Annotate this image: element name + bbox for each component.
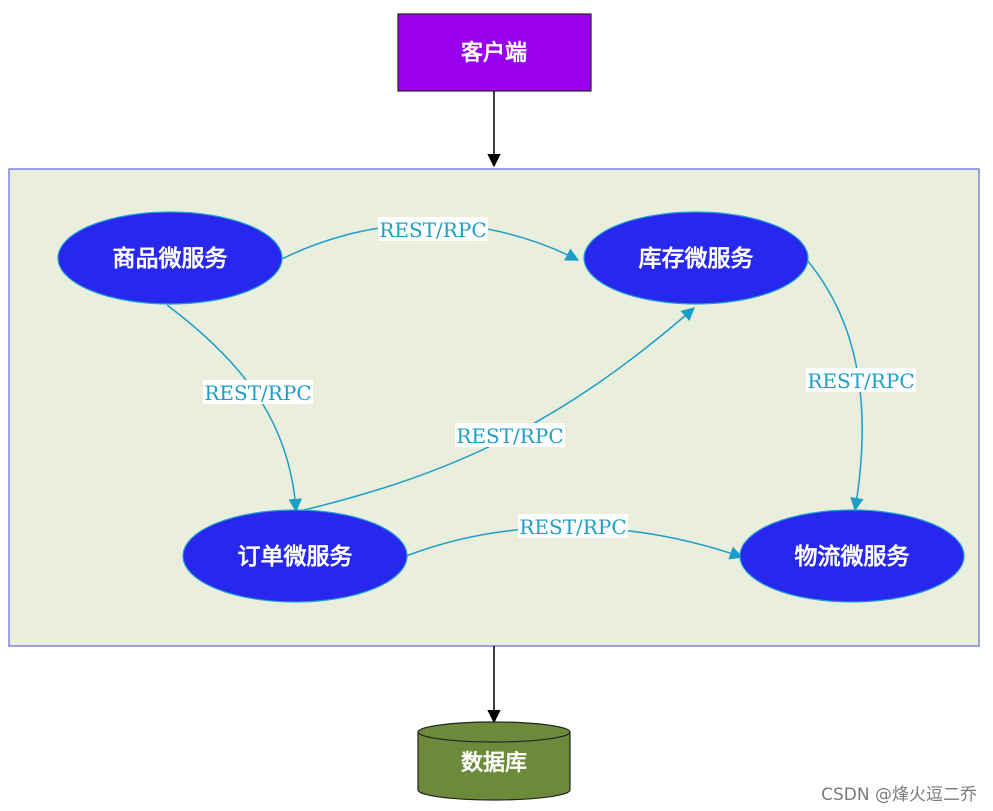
database-node bbox=[417, 721, 571, 801]
edge-label-product-order: REST/RPC bbox=[204, 381, 311, 405]
product-service-label: 商品微服务 bbox=[113, 245, 229, 272]
edge-label-bg bbox=[378, 217, 488, 241]
edge-label-bg bbox=[203, 380, 313, 404]
edge-label-bg bbox=[455, 423, 565, 447]
client-label: 客户端 bbox=[461, 40, 527, 66]
watermark-text: CSDN @烽火逗二乔 bbox=[821, 785, 977, 805]
logistics-service-label: 物流微服务 bbox=[795, 543, 911, 570]
edge-label-order-inventory: REST/RPC bbox=[456, 424, 563, 448]
edge-label-product-inventory: REST/RPC bbox=[379, 218, 486, 242]
edge-label-order-logistics: REST/RPC bbox=[519, 515, 626, 539]
client-node bbox=[397, 13, 592, 92]
edge-label-inventory-logistics: REST/RPC bbox=[807, 369, 914, 393]
logistics-service-node bbox=[739, 509, 965, 603]
edge-label-bg bbox=[518, 514, 628, 538]
product-service-node bbox=[57, 211, 283, 305]
inventory-service-node bbox=[583, 211, 809, 305]
database-label: 数据库 bbox=[461, 750, 527, 776]
order-service-node bbox=[182, 509, 408, 603]
edge-label-bg bbox=[806, 368, 916, 392]
inventory-service-label: 库存微服务 bbox=[639, 245, 755, 272]
order-service-label: 订单微服务 bbox=[238, 543, 354, 570]
